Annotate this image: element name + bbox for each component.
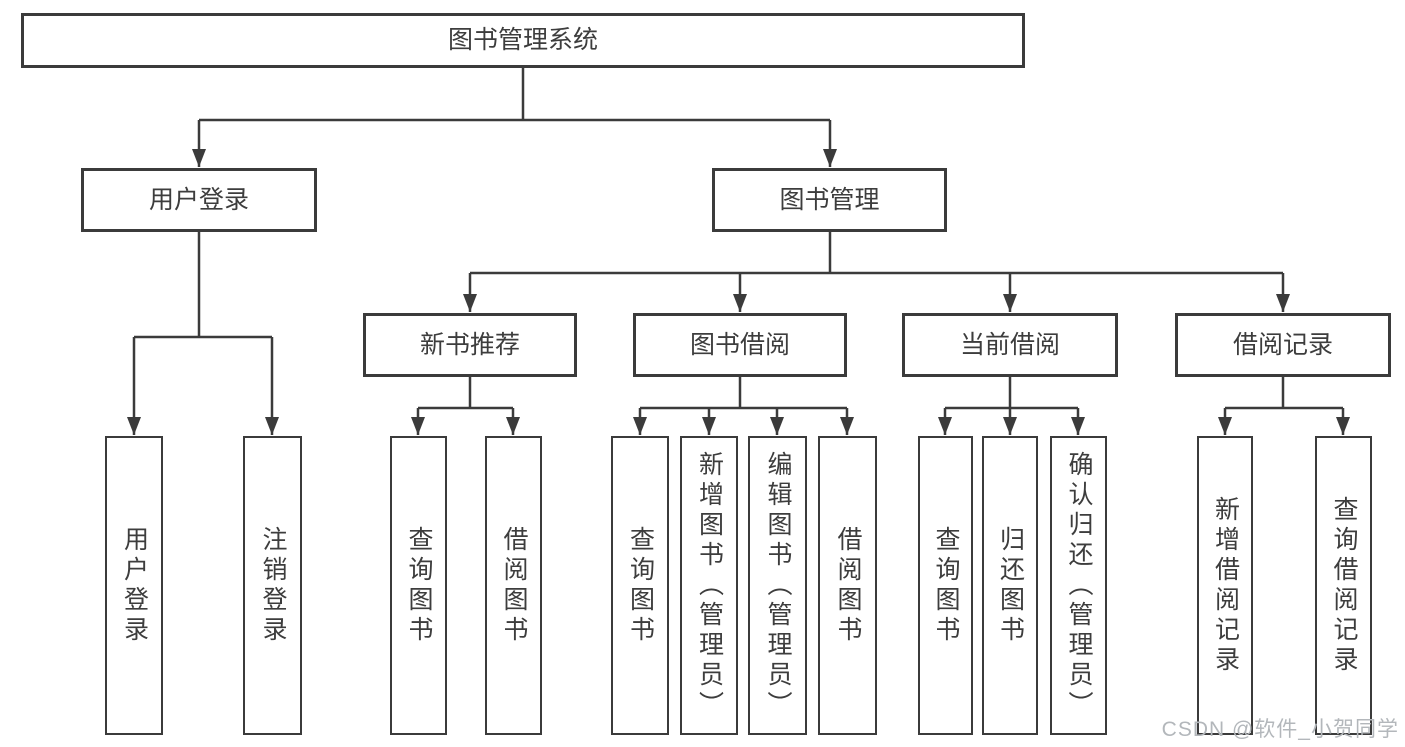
node-label: 编辑图书（管理员） xyxy=(764,450,792,721)
node-label: 注销登录 xyxy=(259,525,287,646)
node-label: 确认归还（管理员） xyxy=(1065,450,1093,721)
node-add-borrow-record: 新增借阅记录 xyxy=(1197,436,1253,735)
node-label: 新书推荐 xyxy=(419,330,520,359)
node-edit-books-admin: 编辑图书（管理员） xyxy=(748,436,807,735)
node-user-login: 用户登录 xyxy=(105,436,163,735)
node-borrowing-records: 借阅记录 xyxy=(1175,313,1391,377)
node-book-borrowing: 图书借阅 xyxy=(633,313,847,377)
node-label: 图书管理系统 xyxy=(447,26,598,54)
node-return-books: 归还图书 xyxy=(982,436,1038,735)
node-user-login-branch: 用户登录 xyxy=(81,168,317,232)
node-library-management-system: 图书管理系统 xyxy=(21,13,1025,68)
node-label: 借阅记录 xyxy=(1232,330,1333,359)
node-query-books-current: 查询图书 xyxy=(918,436,973,735)
node-query-books-recommend: 查询图书 xyxy=(390,436,447,735)
node-query-borrow-record: 查询借阅记录 xyxy=(1315,436,1372,735)
node-new-book-recommend: 新书推荐 xyxy=(363,313,577,377)
node-borrow-books-recommend: 借阅图书 xyxy=(485,436,542,735)
node-label: 用户登录 xyxy=(120,525,149,646)
node-label: 新增借阅记录 xyxy=(1211,495,1240,676)
node-label: 用户登录 xyxy=(148,185,249,214)
node-label: 图书管理 xyxy=(779,185,880,214)
csdn-watermark: CSDN @软件_小贺同学 xyxy=(1161,718,1399,741)
node-add-books-admin: 新增图书（管理员） xyxy=(680,436,738,735)
node-label: 图书借阅 xyxy=(689,330,790,359)
node-logout: 注销登录 xyxy=(243,436,302,735)
node-label: 借阅图书 xyxy=(500,525,528,646)
node-borrow-books-borrowing: 借阅图书 xyxy=(818,436,877,735)
node-label: 借阅图书 xyxy=(834,525,862,646)
node-label: 当前借阅 xyxy=(959,330,1060,359)
node-label: 归还图书 xyxy=(996,525,1025,646)
node-label: 查询图书 xyxy=(405,525,433,646)
node-current-borrowing: 当前借阅 xyxy=(902,313,1118,377)
node-query-books-borrowing: 查询图书 xyxy=(611,436,669,735)
node-label: 新增图书（管理员） xyxy=(695,450,724,721)
node-label: 查询图书 xyxy=(932,525,960,646)
node-label: 查询图书 xyxy=(626,525,655,646)
node-label: 查询借阅记录 xyxy=(1330,495,1358,676)
node-confirm-return-admin: 确认归还（管理员） xyxy=(1050,436,1107,735)
node-book-management: 图书管理 xyxy=(712,168,947,232)
